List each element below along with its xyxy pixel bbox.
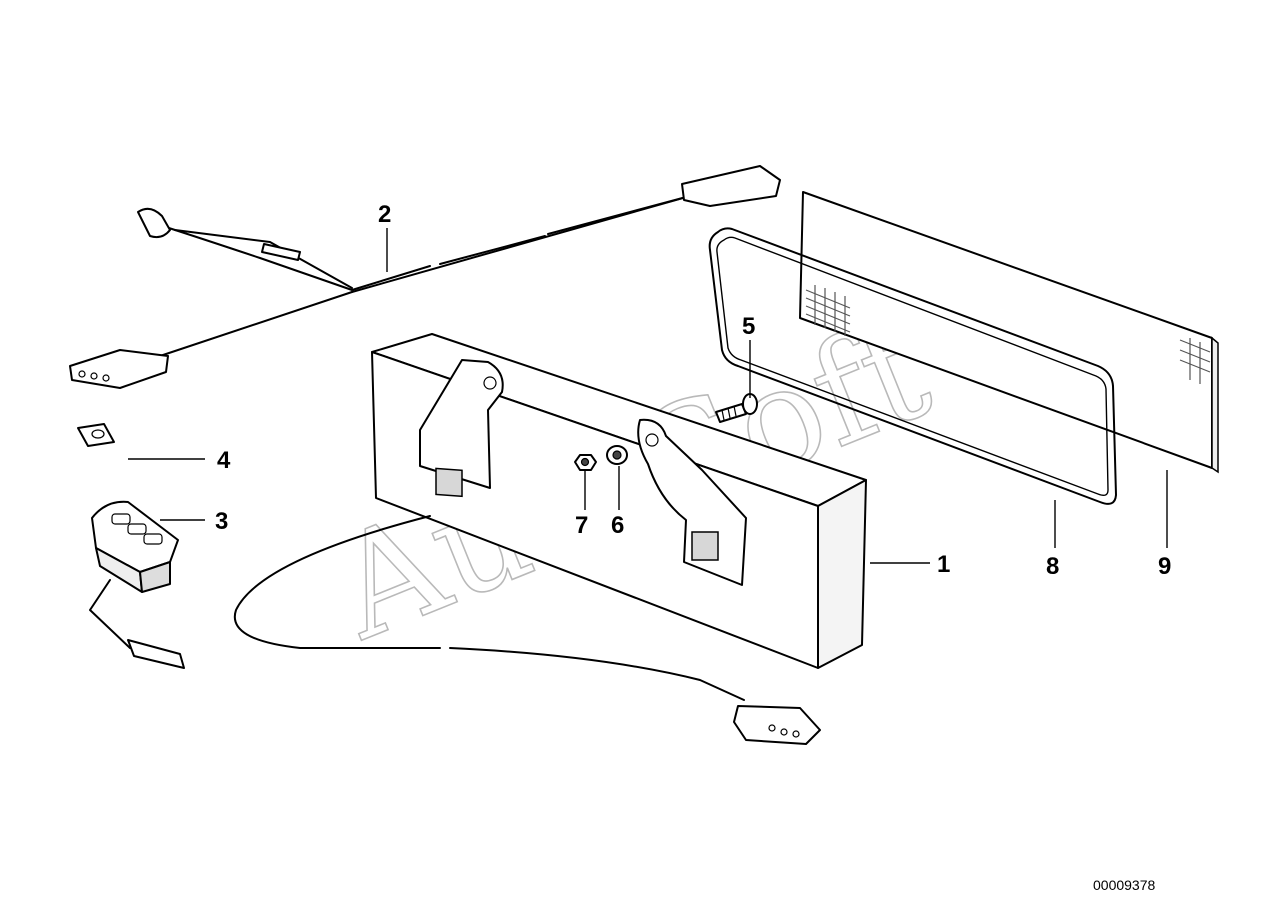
callout-9: 9 [1158,553,1171,580]
callout-8: 8 [1046,553,1059,580]
callout-2: 2 [378,201,391,228]
callout-7: 7 [575,512,588,539]
cover-clip [77,423,115,447]
housing-cable [233,515,821,745]
wiring-harness [69,165,781,389]
display-housing [371,333,867,669]
screw [715,393,758,423]
callout-1: 1 [937,551,950,578]
leader-lines [128,228,1168,564]
switch [89,500,185,669]
plate-gasket [708,227,1117,505]
nut [574,454,597,471]
callout-6: 6 [611,512,624,539]
callout-3: 3 [215,508,228,535]
washer [606,445,628,465]
callout-5: 5 [742,313,755,340]
license-plate [799,191,1219,474]
callout-4: 4 [217,447,231,474]
document-id: 00009378 [1093,877,1156,893]
